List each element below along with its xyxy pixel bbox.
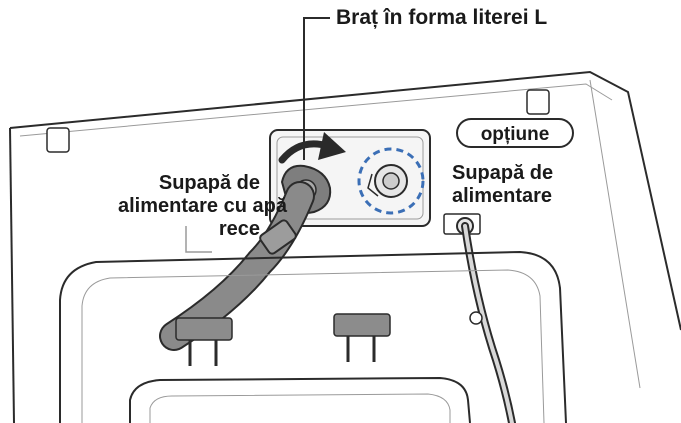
hot-valve-highlight-circle <box>357 147 425 215</box>
cold-valve-label-line-1: Supapă de <box>158 172 260 194</box>
arm-callout-line <box>303 17 330 160</box>
feed-valve-label: Supapă de alimentare <box>452 162 553 208</box>
machine-top-panel <box>9 70 681 331</box>
machine-left-edge <box>9 127 15 423</box>
panel-clip-right <box>333 313 391 337</box>
cold-valve-label-line-2: alimentare cu apă <box>118 195 287 217</box>
hose-clamp <box>259 219 297 255</box>
l-arm-label: Braț în forma literei L <box>336 6 548 29</box>
top-tab-left <box>46 127 70 153</box>
machine-right-inner-line <box>589 79 641 389</box>
panel-clip-left <box>175 317 233 341</box>
rear-panel-opening <box>59 250 567 423</box>
machine-panel-inner-line <box>19 83 613 137</box>
feed-valve-label-line-2: alimentare <box>452 185 553 207</box>
inner-door-frame <box>129 376 471 423</box>
option-badge: opțiune <box>456 118 574 148</box>
cold-valve-label-line-3: rece <box>218 218 260 240</box>
feed-valve-label-line-1: Supapă de <box>452 162 554 184</box>
cold-water-valve-label: Supapă de alimentare cu apă rece <box>118 172 287 241</box>
top-tab-right <box>526 89 550 115</box>
